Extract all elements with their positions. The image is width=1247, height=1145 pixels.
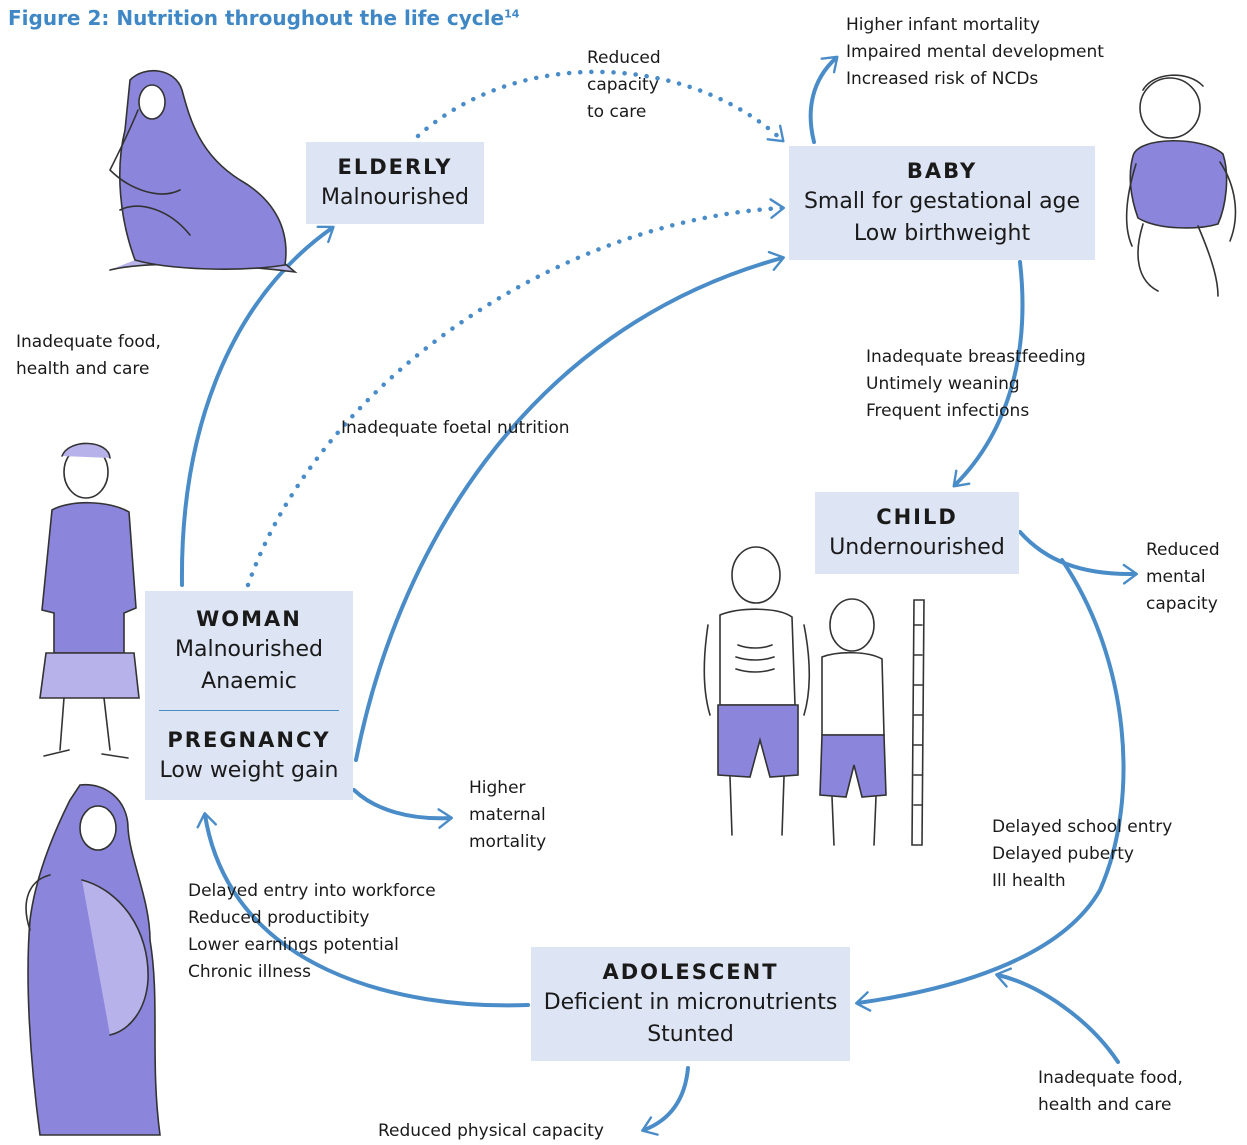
- node-elderly: ELDERLY Malnourished: [306, 142, 484, 224]
- node-adolescent-line: Stunted: [647, 1022, 734, 1047]
- node-adolescent-line: Deficient in micronutrients: [543, 990, 838, 1015]
- node-baby-line: Small for gestational age: [803, 189, 1081, 214]
- node-adolescent: ADOLESCENT Deficient in micronutrients S…: [531, 947, 850, 1061]
- note-line: Delayed school entry: [992, 817, 1173, 837]
- note-line: Reduced: [587, 48, 661, 68]
- note-line: Inadequate food,: [16, 332, 161, 352]
- node-woman-line: Anaemic: [201, 668, 297, 694]
- note-line: capacity: [587, 75, 659, 95]
- arrow-woman-to-elderly: [179, 225, 335, 587]
- note-line: health and care: [16, 359, 150, 379]
- pregnant-woman-illustration: [25, 783, 161, 1136]
- node-elderly-line: Malnourished: [321, 185, 469, 210]
- note-child-outcome: Reduced mental capacity: [1146, 537, 1220, 618]
- figure-title-reference: 14: [504, 7, 520, 21]
- note-adolescent-outcome: Reduced physical capacity: [378, 1118, 604, 1145]
- note-maternal: Higher maternal mortality: [469, 775, 546, 856]
- arrow-baby-to-outcomes: [808, 55, 839, 144]
- note-line: Increased risk of NCDs: [846, 69, 1039, 89]
- note-line: Delayed puberty: [992, 844, 1134, 864]
- figure-title: Figure 2: Nutrition throughout the life …: [8, 6, 519, 30]
- node-woman-line: Malnourished: [175, 636, 323, 662]
- elderly-woman-illustration: [109, 69, 298, 274]
- note-line: Reduced productibity: [188, 908, 370, 928]
- note-line: Inadequate breastfeeding: [866, 347, 1086, 367]
- arrow-child-to-mental: [1018, 530, 1139, 585]
- note-line: Inadequate foetal nutrition: [341, 418, 570, 438]
- arrow-baby-to-child: [952, 260, 1025, 488]
- node-woman-head: WOMAN: [196, 606, 302, 631]
- node-pregnancy-head: PREGNANCY: [167, 728, 331, 753]
- node-woman-pregnancy: WOMAN Malnourished Anaemic PREGNANCY Low…: [145, 591, 353, 800]
- note-elderly-inputs: Inadequate food, health and care: [16, 329, 161, 383]
- note-feeding: Inadequate breastfeeding Untimely weanin…: [866, 344, 1086, 425]
- node-baby-line: Low birthweight: [853, 221, 1031, 246]
- arrow-pregnancy-to-maternal: [352, 788, 454, 829]
- node-child-head: CHILD: [876, 505, 958, 529]
- note-line: Frequent infections: [866, 401, 1030, 421]
- note-line: Delayed entry into workforce: [188, 881, 436, 901]
- note-line: capacity: [1146, 594, 1218, 614]
- note-line: Higher: [469, 778, 526, 798]
- node-adolescent-head: ADOLESCENT: [602, 960, 779, 984]
- arrow-elderly-to-baby: [415, 69, 785, 143]
- note-line: Chronic illness: [188, 962, 312, 982]
- note-line: Reduced: [1146, 540, 1220, 560]
- figure-title-text: Figure 2: Nutrition throughout the life …: [8, 6, 505, 30]
- note-line: mortality: [469, 832, 547, 852]
- note-line: Ill health: [992, 871, 1066, 891]
- note-external-inputs: Inadequate food, health and care: [1038, 1065, 1183, 1119]
- note-adolescent-inputs: Delayed school entry Delayed puberty Ill…: [992, 814, 1172, 895]
- arrow-adolescent-to-physical: [641, 1066, 690, 1136]
- node-pregnancy-line: Low weight gain: [159, 758, 339, 784]
- arrow-woman-to-baby-dotted: [245, 198, 786, 588]
- arrow-pregnancy-to-baby: [354, 250, 785, 762]
- note-line: maternal: [469, 805, 546, 825]
- children-illustration: [703, 546, 925, 846]
- note-line: to care: [587, 102, 647, 122]
- note-line: Impaired mental development: [846, 42, 1104, 62]
- node-child-line: Undernourished: [829, 535, 1005, 560]
- arrow-child-to-adolescent: [854, 558, 1126, 1012]
- arrow-adolescent-to-woman: [196, 811, 530, 1008]
- arrow-inputs-to-adolescent: [995, 967, 1120, 1064]
- note-baby-outcomes: Higher infant mortality Impaired mental …: [846, 12, 1104, 93]
- node-elderly-head: ELDERLY: [337, 155, 453, 179]
- node-child: CHILD Undernourished: [815, 492, 1019, 574]
- node-divider: [159, 709, 339, 712]
- note-line: health and care: [1038, 1095, 1172, 1115]
- baby-illustration: [1125, 74, 1237, 297]
- note-reduced-care: Reduced capacity to care: [587, 45, 661, 126]
- note-workforce: Delayed entry into workforce Reduced pro…: [188, 878, 436, 986]
- note-foetal: Inadequate foetal nutrition: [341, 415, 570, 442]
- note-line: Lower earnings potential: [188, 935, 399, 955]
- node-baby-head: BABY: [906, 159, 978, 183]
- note-line: mental: [1146, 567, 1206, 587]
- note-line: Inadequate food,: [1038, 1068, 1183, 1088]
- young-woman-illustration: [39, 442, 140, 759]
- note-line: Higher infant mortality: [846, 15, 1040, 35]
- note-line: Untimely weaning: [866, 374, 1020, 394]
- note-line: Reduced physical capacity: [378, 1121, 604, 1141]
- node-baby: BABY Small for gestational age Low birth…: [789, 146, 1095, 260]
